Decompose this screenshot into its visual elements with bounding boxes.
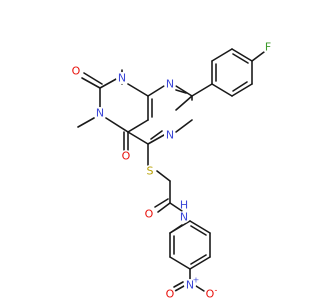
thioether-sulfur-atom: S — [144, 165, 156, 178]
nitro-oxygen-atom: O - — [204, 286, 218, 300]
amide-oxygen-atom: O — [143, 208, 155, 221]
bond — [190, 225, 207, 236]
nitro-oxygen-atom: O — [164, 288, 176, 300]
molecule-structure: F N N N N O O S — [70, 40, 274, 300]
bond — [175, 85, 193, 97]
bond — [211, 83, 233, 97]
ring-nitrogen-atom: N — [94, 107, 106, 120]
bond — [175, 119, 193, 133]
atom-label-layer: F N N N N O O S — [70, 41, 274, 300]
bond — [175, 89, 187, 94]
carbonyl-oxygen-atom: O — [70, 65, 82, 78]
nitro-negative-charge: - — [215, 286, 218, 295]
nitro-oxygen-atom-label: O — [166, 288, 175, 300]
bond — [174, 285, 185, 292]
bond — [156, 170, 171, 182]
ring-nitrogen-atom-label: N — [166, 78, 174, 91]
amide-nitrogen-atom: N — [178, 211, 190, 224]
bond — [169, 220, 191, 234]
bond — [189, 256, 211, 270]
bond — [231, 83, 253, 97]
ring-nitrogen-atom-label: N — [166, 129, 174, 142]
bond — [231, 48, 253, 62]
bond — [189, 220, 211, 234]
fluorine-atom: F — [262, 41, 274, 54]
bond — [232, 53, 249, 64]
bond — [190, 254, 207, 265]
nitro-positive-charge: + — [193, 276, 200, 285]
bond — [127, 131, 149, 145]
bond — [169, 202, 183, 212]
nitro-oxygen-atom-label: O — [206, 288, 215, 300]
bond — [195, 285, 205, 292]
bond — [150, 130, 163, 140]
carbonyl-oxygen-atom-label: O — [122, 150, 131, 163]
ring-nitrogen-atom: N — [164, 78, 176, 91]
thioether-sulfur-atom-label: S — [147, 165, 154, 178]
bond — [191, 83, 213, 97]
amide-nitrogen-atom-label: N — [180, 211, 188, 224]
amide-hydrogen-label: H — [179, 199, 189, 212]
bond — [105, 117, 129, 133]
bond — [173, 281, 184, 288]
bond — [169, 256, 191, 270]
fluorine-atom-label: F — [265, 41, 271, 54]
amide-oxygen-atom-label: O — [145, 208, 154, 221]
ring-nitrogen-atom: N — [164, 129, 176, 142]
bond — [175, 95, 193, 111]
bond — [232, 81, 248, 92]
carbonyl-oxygen-atom-label: O — [72, 65, 81, 78]
bond — [154, 198, 169, 208]
bond — [157, 202, 171, 213]
bond — [251, 51, 265, 62]
ring-nitrogen-atom-label: N — [96, 107, 104, 120]
bond — [99, 77, 119, 89]
nitro-nitrogen-atom: N + — [184, 276, 199, 292]
carbonyl-oxygen-atom: O — [120, 150, 132, 163]
bond — [77, 117, 95, 128]
bond — [147, 85, 165, 97]
amide-hydrogen-label-text: H — [180, 199, 188, 212]
bond — [127, 83, 149, 97]
nitro-nitrogen-atom-label: N — [186, 279, 194, 292]
bond — [83, 72, 103, 85]
bond — [81, 77, 101, 89]
bond — [127, 119, 149, 133]
bond — [147, 134, 165, 145]
bond-layer — [77, 48, 265, 292]
ring-nitrogen-atom: N — [116, 72, 128, 85]
molecule-canvas: F N N N N O O S — [70, 40, 274, 300]
bond — [211, 48, 233, 62]
ring-nitrogen-atom-label: N — [118, 72, 126, 85]
